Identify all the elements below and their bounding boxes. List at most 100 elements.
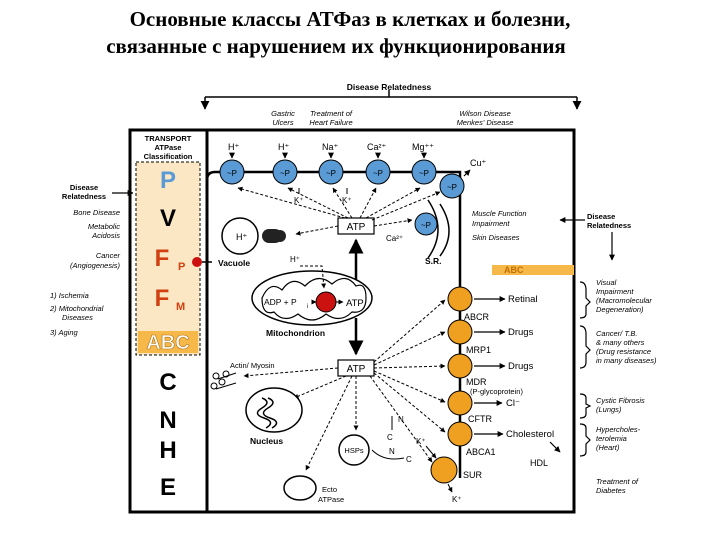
- mitochondrion: ADP + P i ATP H⁺ Mitochondrion: [251, 255, 373, 338]
- pump-1-ion: H⁺: [228, 142, 239, 152]
- pump-4: Ca²⁺ ~P: [365, 142, 391, 185]
- pump-5-label: ~P: [419, 169, 429, 178]
- sr-pump-label: ~P: [421, 221, 431, 230]
- right-dr-1: Disease: [587, 212, 615, 221]
- class-letter-c: C: [159, 369, 176, 396]
- slide-title-line-1: Основные классы АТФаз в клетках и болезн…: [129, 7, 571, 31]
- sur-k-out: K⁺: [452, 495, 462, 504]
- left-d3a: Cancer: [96, 251, 121, 260]
- nucleus: Nucleus: [245, 387, 303, 446]
- class-title-2: ATPase: [155, 143, 182, 152]
- cancer-3: (Drug resistance: [596, 347, 651, 356]
- sur-transporter: SUR K⁺ K⁺: [416, 437, 483, 504]
- mito-h: H⁺: [290, 255, 300, 264]
- actin-label: Actin/ Myosin: [230, 361, 275, 370]
- diab-2: Diabetes: [596, 486, 626, 495]
- muscle-1: Muscle Function: [472, 209, 527, 218]
- abc-header-box: [492, 265, 574, 275]
- class-letter-fm: F: [155, 285, 170, 312]
- hc-3: (Heart): [596, 443, 620, 452]
- sarcoplasmic-reticulum: ~P Ca²⁺ S.R.: [386, 199, 450, 266]
- class-title-1: TRANSPORT: [145, 134, 192, 143]
- atp-bottom-arrows: [243, 299, 446, 471]
- hsps-c1: C: [387, 433, 393, 442]
- right-disease-header: Disease Relatedness: [559, 212, 631, 261]
- class-title-3: Classification: [144, 152, 193, 161]
- mdr-transporter: MDR (P-glycoprotein) Drugs: [447, 353, 534, 396]
- hsps: HSPs N C N C: [338, 415, 412, 466]
- classification-column: TRANSPORT ATPase Classification P V F P …: [135, 134, 201, 501]
- heart-text-1: Treatment of: [310, 109, 353, 118]
- mrp1-name: MRP1: [466, 345, 491, 355]
- class-letter-v: V: [160, 205, 176, 232]
- ecto-atpase: Ecto ATPase: [283, 475, 344, 504]
- wilson-text-1: Wilson Disease: [459, 109, 511, 118]
- abcr-name: ABCR: [464, 312, 490, 322]
- abca1-substrate: Cholesterol: [506, 429, 554, 440]
- mito-label: Mitochondrion: [266, 328, 325, 338]
- left-header-1: Disease: [70, 183, 98, 192]
- sr-label: S.R.: [425, 256, 442, 266]
- right-top-diseases: Muscle Function Impairment Skin Diseases: [472, 209, 527, 242]
- visual-3: (Macromolecular: [596, 296, 652, 305]
- pump-6-ion: Cu⁺: [470, 158, 487, 168]
- top-diseases: Gastric Ulcers Treatment of Heart Failur…: [271, 109, 513, 127]
- cancer-4: in many diseases): [596, 356, 657, 365]
- gastric-text-1: Gastric: [271, 109, 295, 118]
- cftr-substrate: Cl⁻: [506, 398, 520, 409]
- wilson-text-2: Menkes' Disease: [457, 118, 514, 127]
- pump-1: H⁺ ~P: [219, 142, 245, 185]
- pump-2-label: ~P: [280, 169, 290, 178]
- hsps-n1: N: [398, 415, 404, 424]
- cancer-1: Cancer/ T.B.: [596, 329, 637, 338]
- hsps-n2: N: [389, 447, 395, 456]
- left-d2a: Metabolic: [88, 222, 120, 231]
- nucleus-label: Nucleus: [250, 436, 283, 446]
- pump-4-ion: Ca²⁺: [367, 142, 387, 152]
- actin-myosin: Actin/ Myosin: [210, 361, 275, 390]
- mrp1-substrate: Drugs: [508, 327, 534, 338]
- hc-2: terolemia: [596, 434, 627, 443]
- v-type-marker: [192, 257, 202, 267]
- abc-class-box: [138, 331, 198, 353]
- left-disease-panel: Disease Relatedness Bone Disease Metabol…: [49, 183, 134, 337]
- atp-bottom-label: ATP: [347, 364, 366, 375]
- pump-1-label: ~P: [227, 169, 237, 178]
- left-n1: 1) Ischemia: [50, 291, 89, 300]
- abca1-transporter: ABCA1 Cholesterol HDL: [447, 421, 561, 468]
- skin: Skin Diseases: [472, 233, 520, 242]
- vacuole-h: H⁺: [236, 232, 247, 242]
- gastric-text-2: Ulcers: [272, 118, 294, 127]
- pump-2-ion: H⁺: [278, 142, 289, 152]
- class-letter-abc: ABC: [146, 332, 189, 354]
- ecto-label-1: Ecto: [322, 485, 337, 494]
- diab-1: Treatment of: [596, 477, 639, 486]
- pump-k2: K⁺: [342, 196, 352, 205]
- cftr-transporter: CFTR Cl⁻: [447, 390, 520, 424]
- left-header-2: Relatedness: [62, 192, 106, 201]
- class-letter-e: E: [160, 474, 176, 501]
- mito-atp: ATP: [346, 298, 364, 309]
- cancer-2: & many others: [596, 338, 645, 347]
- cf-1: Cystic Fibrosis: [596, 396, 645, 405]
- pump-2: H⁺ ~P: [272, 142, 298, 185]
- pump-3-label: ~P: [326, 169, 336, 178]
- pump-5: Mg⁺⁺ ~P: [411, 142, 437, 185]
- abc-transporters: ABCR Retinal MRP1 Drugs MDR (P-glycoprot…: [416, 286, 561, 504]
- heart-text-2: Heart Failure: [309, 118, 352, 127]
- top-disease-bracket: Disease Relatedness: [200, 82, 582, 110]
- top-header-text: Disease Relatedness: [347, 82, 432, 92]
- muscle-2: Impairment: [472, 219, 510, 228]
- p-type-pumps: H⁺ ~P H⁺ ~P Na⁺ ~P Ca²⁺ ~P Mg⁺⁺ ~P: [219, 142, 487, 205]
- left-n2b: Diseases: [62, 313, 93, 322]
- cf-2: (Lungs): [596, 405, 622, 414]
- abcr-substrate: Retinal: [508, 294, 538, 305]
- right-brackets: [579, 281, 592, 457]
- pump-6-label: ~P: [447, 183, 457, 192]
- left-d2b: Acidosis: [91, 231, 120, 240]
- left-d1: Bone Disease: [73, 208, 120, 217]
- mdr-substrate: Drugs: [508, 361, 534, 372]
- left-n3: 3) Aging: [50, 328, 78, 337]
- outer-frame: [128, 128, 576, 514]
